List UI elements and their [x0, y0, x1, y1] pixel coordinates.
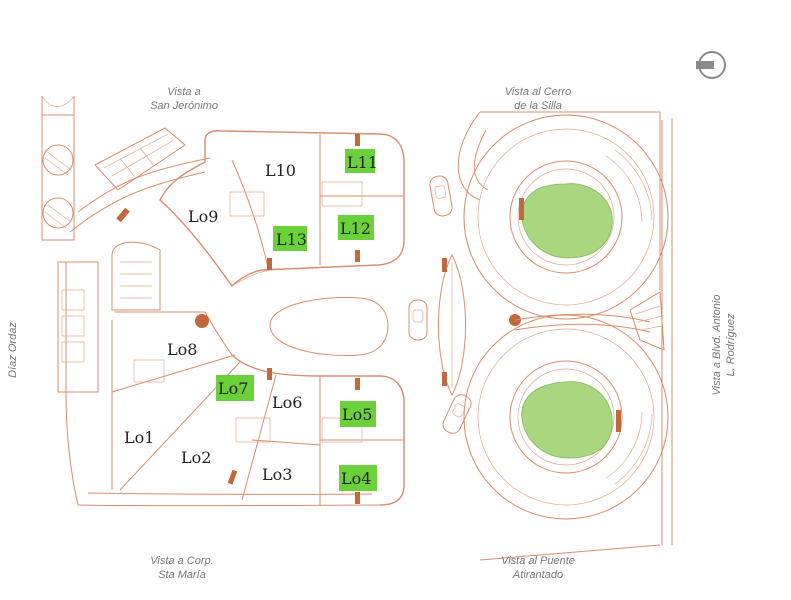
svg-text:de la Silla: de la Silla — [514, 100, 562, 112]
car-icon — [429, 175, 453, 217]
svg-text:Vista al Puente: Vista al Puente — [501, 555, 575, 567]
unit-l01[interactable]: Lo1 — [124, 428, 154, 447]
north-compass-icon — [696, 51, 726, 79]
car-icon — [442, 394, 472, 434]
unit-l05[interactable]: Lo5 — [342, 405, 372, 424]
svg-text:Vista a: Vista a — [167, 86, 200, 98]
unit-l02[interactable]: Lo2 — [181, 448, 211, 467]
view-label-corp-sta-maria: Vista a Corp. Sta María — [150, 555, 213, 581]
unit-l13[interactable]: L13 — [276, 230, 307, 249]
svg-text:San Jerónimo: San Jerónimo — [150, 100, 218, 112]
unit-l08[interactable]: Lo8 — [167, 340, 197, 359]
svg-text:Sta María: Sta María — [158, 569, 206, 581]
view-label-blvd-antonio: Vista a Blvd. Antonio L. Rodríguez — [711, 295, 737, 396]
view-label-san-jeronimo: Vista a San Jerónimo — [150, 86, 218, 112]
unit-l04[interactable]: Lo4 — [341, 469, 371, 488]
unit-l09[interactable]: Lo9 — [188, 207, 218, 226]
svg-text:Atirantado: Atirantado — [512, 569, 563, 581]
view-label-cerro-silla: Vista al Cerro de la Silla — [505, 86, 571, 112]
unit-l10[interactable]: L10 — [265, 161, 296, 180]
svg-text:L. Rodríguez: L. Rodríguez — [725, 313, 737, 376]
car-icon — [408, 299, 428, 341]
central-parking — [408, 175, 472, 434]
unit-l11[interactable]: L11 — [347, 153, 378, 172]
unit-l03[interactable]: Lo3 — [262, 465, 292, 484]
unit-l12[interactable]: L12 — [340, 219, 371, 238]
east-building — [457, 111, 673, 561]
tree-icon — [521, 381, 613, 459]
unit-l06[interactable]: Lo6 — [272, 393, 302, 412]
svg-text:Vista al Cerro: Vista al Cerro — [505, 86, 571, 98]
view-label-diaz-ordaz: Díaz Ordaz — [7, 322, 19, 378]
svg-text:Vista a Blvd. Antonio: Vista a Blvd. Antonio — [711, 295, 723, 396]
unit-l07[interactable]: Lo7 — [218, 379, 248, 398]
view-label-puente-atirantado: Vista al Puente Atirantado — [501, 555, 575, 581]
svg-text:Vista a Corp.: Vista a Corp. — [150, 555, 213, 567]
tree-icon — [521, 183, 613, 259]
available-highlights — [216, 149, 377, 491]
left-building — [41, 95, 405, 507]
